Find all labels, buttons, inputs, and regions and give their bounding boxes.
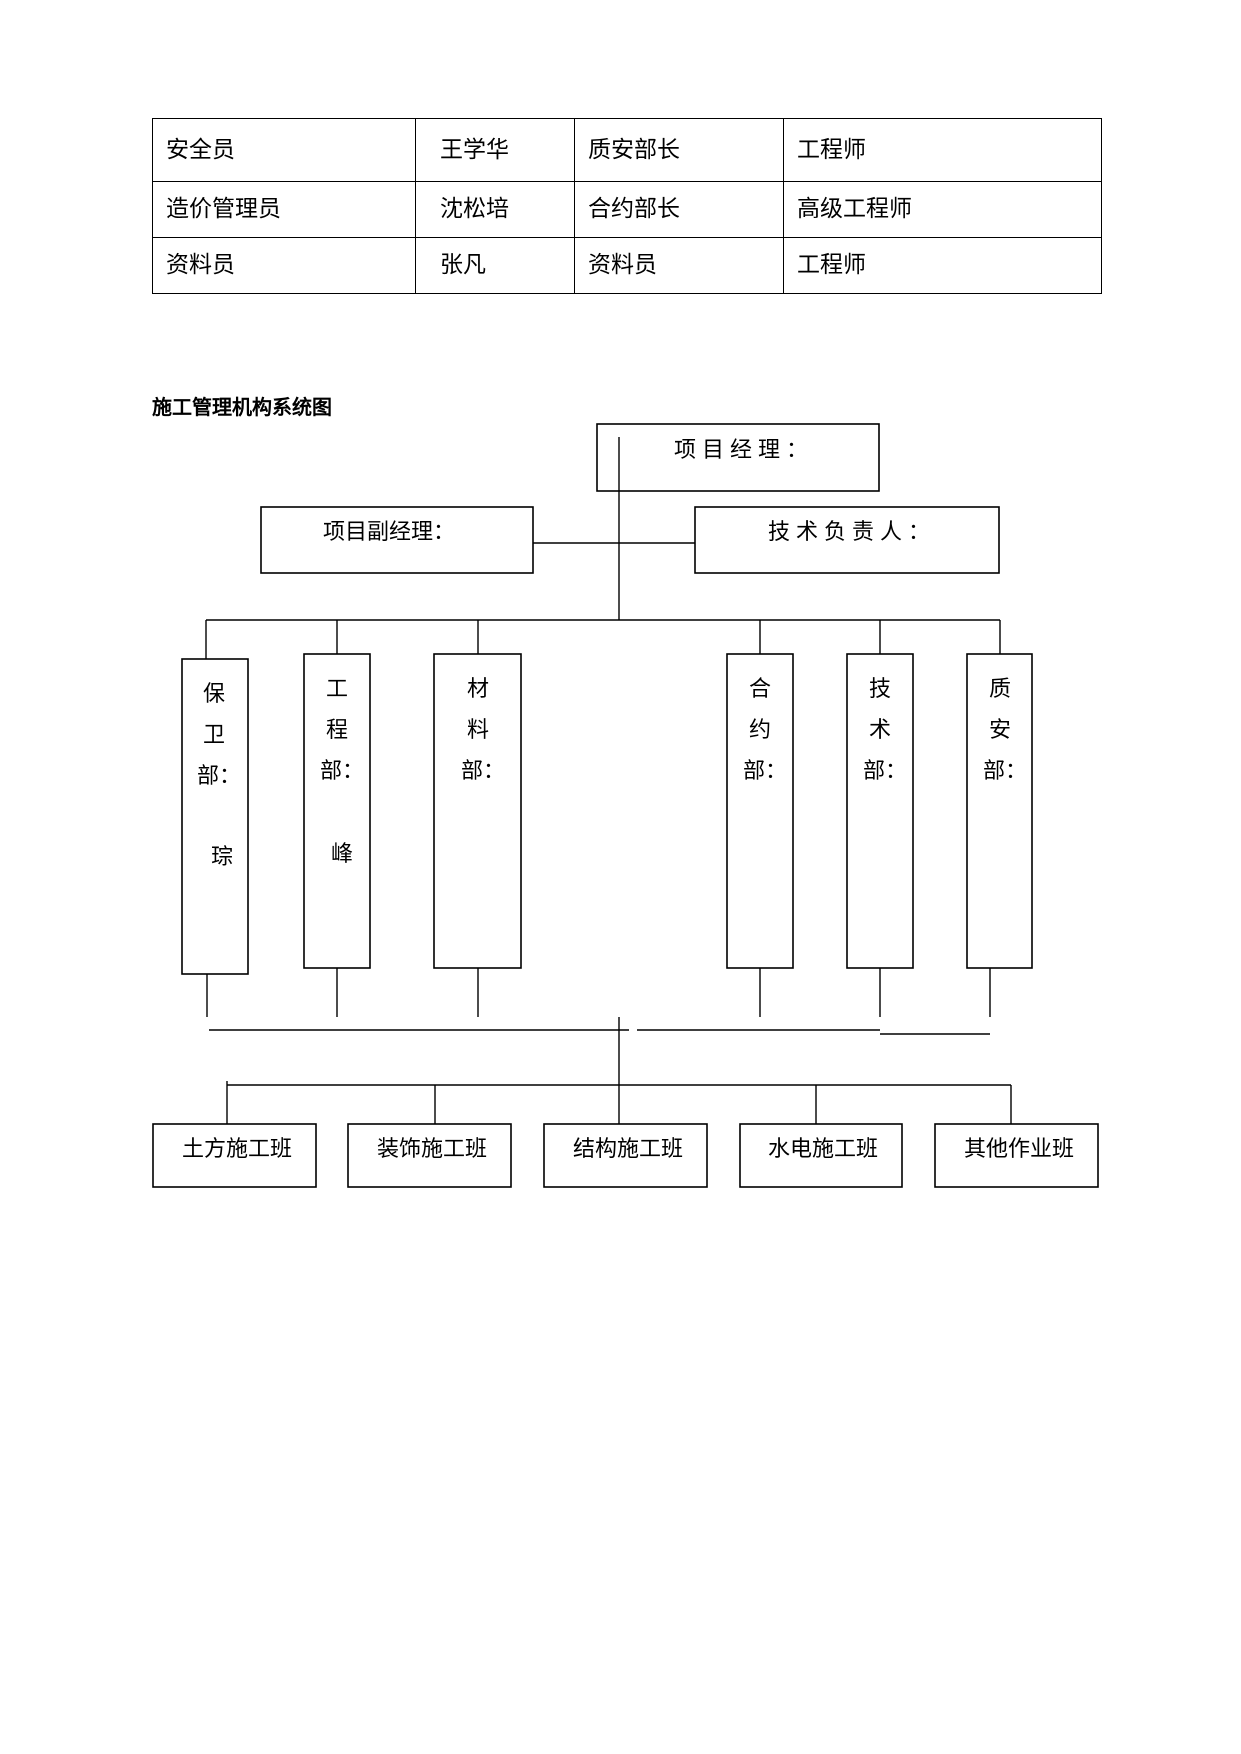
table-cell: 张凡 (415, 237, 575, 294)
department-label: 材料部： (461, 677, 506, 784)
section-title: 施工管理机构系统图 (152, 395, 332, 419)
table-cell: 质安部长 (574, 118, 784, 182)
team-label: 结构施工班 (573, 1137, 684, 1162)
department-member: 琮 (211, 845, 234, 870)
staff-table: 安全员 王学华 质安部长 工程师 造价管理员 沈松培 合约部长 高级工程师 资料… (152, 118, 1102, 294)
table-cell: 工程师 (783, 237, 1102, 294)
technical-lead-label: 技术负责人： (768, 520, 937, 545)
deputy-manager-label: 项目副经理： (323, 520, 456, 545)
team-label: 装饰施工班 (377, 1137, 488, 1162)
table-cell: 资料员 (574, 237, 784, 294)
department-label: 质安部： (983, 677, 1028, 784)
department-label: 技术部： (863, 677, 908, 784)
table-cell: 造价管理员 (152, 181, 416, 238)
table-cell: 工程师 (783, 118, 1102, 182)
table-row: 安全员 王学华 质安部长 工程师 (152, 118, 1102, 182)
department-label: 工程部： (320, 677, 365, 784)
table-cell: 沈松培 (415, 181, 575, 238)
manager-label: 项目经理： (674, 438, 815, 463)
team-label: 其他作业班 (964, 1137, 1075, 1162)
table-row: 造价管理员 沈松培 合约部长 高级工程师 (152, 181, 1102, 238)
team-label: 土方施工班 (182, 1137, 293, 1162)
department-label: 保卫部： (197, 682, 242, 789)
table-cell: 安全员 (152, 118, 416, 182)
table-cell: 王学华 (415, 118, 575, 182)
department-member: 峰 (331, 842, 354, 867)
table-cell: 高级工程师 (783, 181, 1102, 238)
table-cell: 合约部长 (574, 181, 784, 238)
team-label: 水电施工班 (768, 1137, 879, 1162)
table-cell: 资料员 (152, 237, 416, 294)
table-row: 资料员 张凡 资料员 工程师 (152, 237, 1102, 294)
department-label: 合约部： (743, 677, 788, 784)
